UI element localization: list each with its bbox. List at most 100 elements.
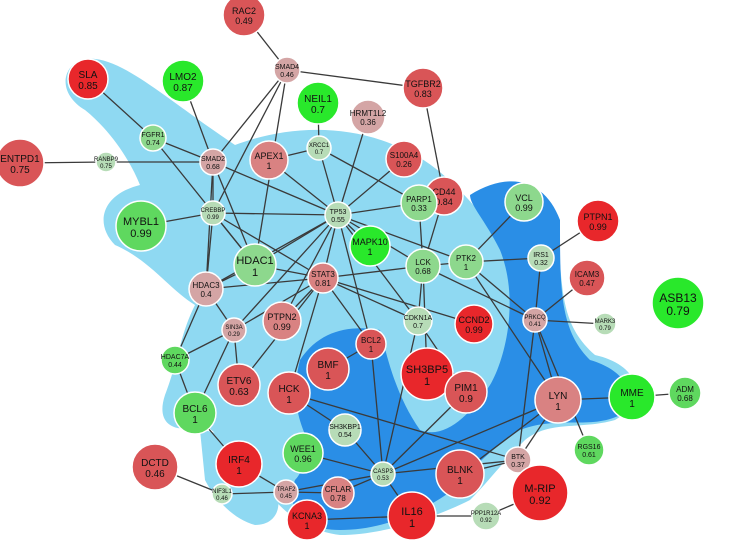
node-circle-etv6[interactable]	[217, 363, 261, 407]
node-circle-s100a4[interactable]	[385, 140, 423, 178]
node-circle-hdac1[interactable]	[233, 243, 277, 287]
node-circle-pim1[interactable]	[444, 370, 488, 414]
node-circle-prkcq[interactable]	[522, 307, 548, 333]
node-circle-adm[interactable]	[668, 376, 702, 410]
node-circle-xrcc1[interactable]	[306, 135, 332, 161]
node-circle-rgs16[interactable]	[573, 434, 605, 466]
node-circle-crebbp[interactable]	[200, 200, 226, 226]
node-circle-icam3[interactable]	[568, 259, 606, 297]
node-circle-kcna3[interactable]	[286, 499, 328, 541]
node-circle-irs1[interactable]	[527, 244, 555, 272]
node-circle-hrmt1l2[interactable]	[350, 99, 386, 135]
node-circle-sin3a[interactable]	[221, 317, 247, 343]
node-circle-bmf[interactable]	[306, 347, 350, 391]
node-circle-lyn[interactable]	[534, 376, 582, 424]
node-circle-fgfr1[interactable]	[139, 124, 167, 152]
node-circle-il16[interactable]	[387, 491, 437, 541]
node-circle-ptpn2[interactable]	[262, 301, 302, 341]
node-circle-hck[interactable]	[267, 371, 311, 415]
node-circle-sh3bp5[interactable]	[400, 347, 454, 401]
node-circle-vcl[interactable]	[504, 182, 544, 222]
node-circle-irf4[interactable]	[215, 440, 263, 488]
node-circle-sh3kbp1[interactable]	[328, 413, 362, 447]
node-circle-rac2[interactable]	[222, 0, 266, 37]
node-circle-neil1[interactable]	[296, 81, 340, 125]
node-circle-dctd[interactable]	[131, 443, 179, 491]
node-circle-tgfbr2[interactable]	[402, 67, 444, 109]
node-circle-ppp1r12a[interactable]	[471, 501, 501, 531]
node-circle-apex1[interactable]	[249, 140, 289, 180]
node-circle-hdac3[interactable]	[188, 271, 224, 307]
node-circle-bcl6[interactable]	[173, 391, 217, 435]
node-circle-asb13[interactable]	[651, 276, 705, 330]
node-circle-entpd1[interactable]	[0, 138, 45, 188]
node-circle-lmo2[interactable]	[161, 59, 205, 103]
node-circle-smad4[interactable]	[273, 56, 301, 84]
node-circle-sla[interactable]	[67, 58, 109, 100]
node-circle-nif3l1[interactable]	[211, 483, 233, 505]
node-circle-ptpn1[interactable]	[576, 199, 620, 243]
node-circle-smad2[interactable]	[199, 148, 227, 176]
node-circle-btk[interactable]	[504, 446, 532, 474]
node-circle-mybl1[interactable]	[115, 200, 167, 252]
node-circle-mark3[interactable]	[593, 312, 617, 336]
node-circle-stat3[interactable]	[307, 262, 339, 294]
node-circle-traf2[interactable]	[273, 479, 299, 505]
node-circle-ptk2[interactable]	[448, 244, 484, 280]
node-circle-wee1[interactable]	[282, 432, 324, 474]
node-circle-cdkn1a[interactable]	[403, 306, 433, 336]
node-circle-lck[interactable]	[405, 248, 441, 284]
node-circle-parp1[interactable]	[400, 184, 438, 222]
node-circle-mapk10[interactable]	[349, 225, 391, 267]
